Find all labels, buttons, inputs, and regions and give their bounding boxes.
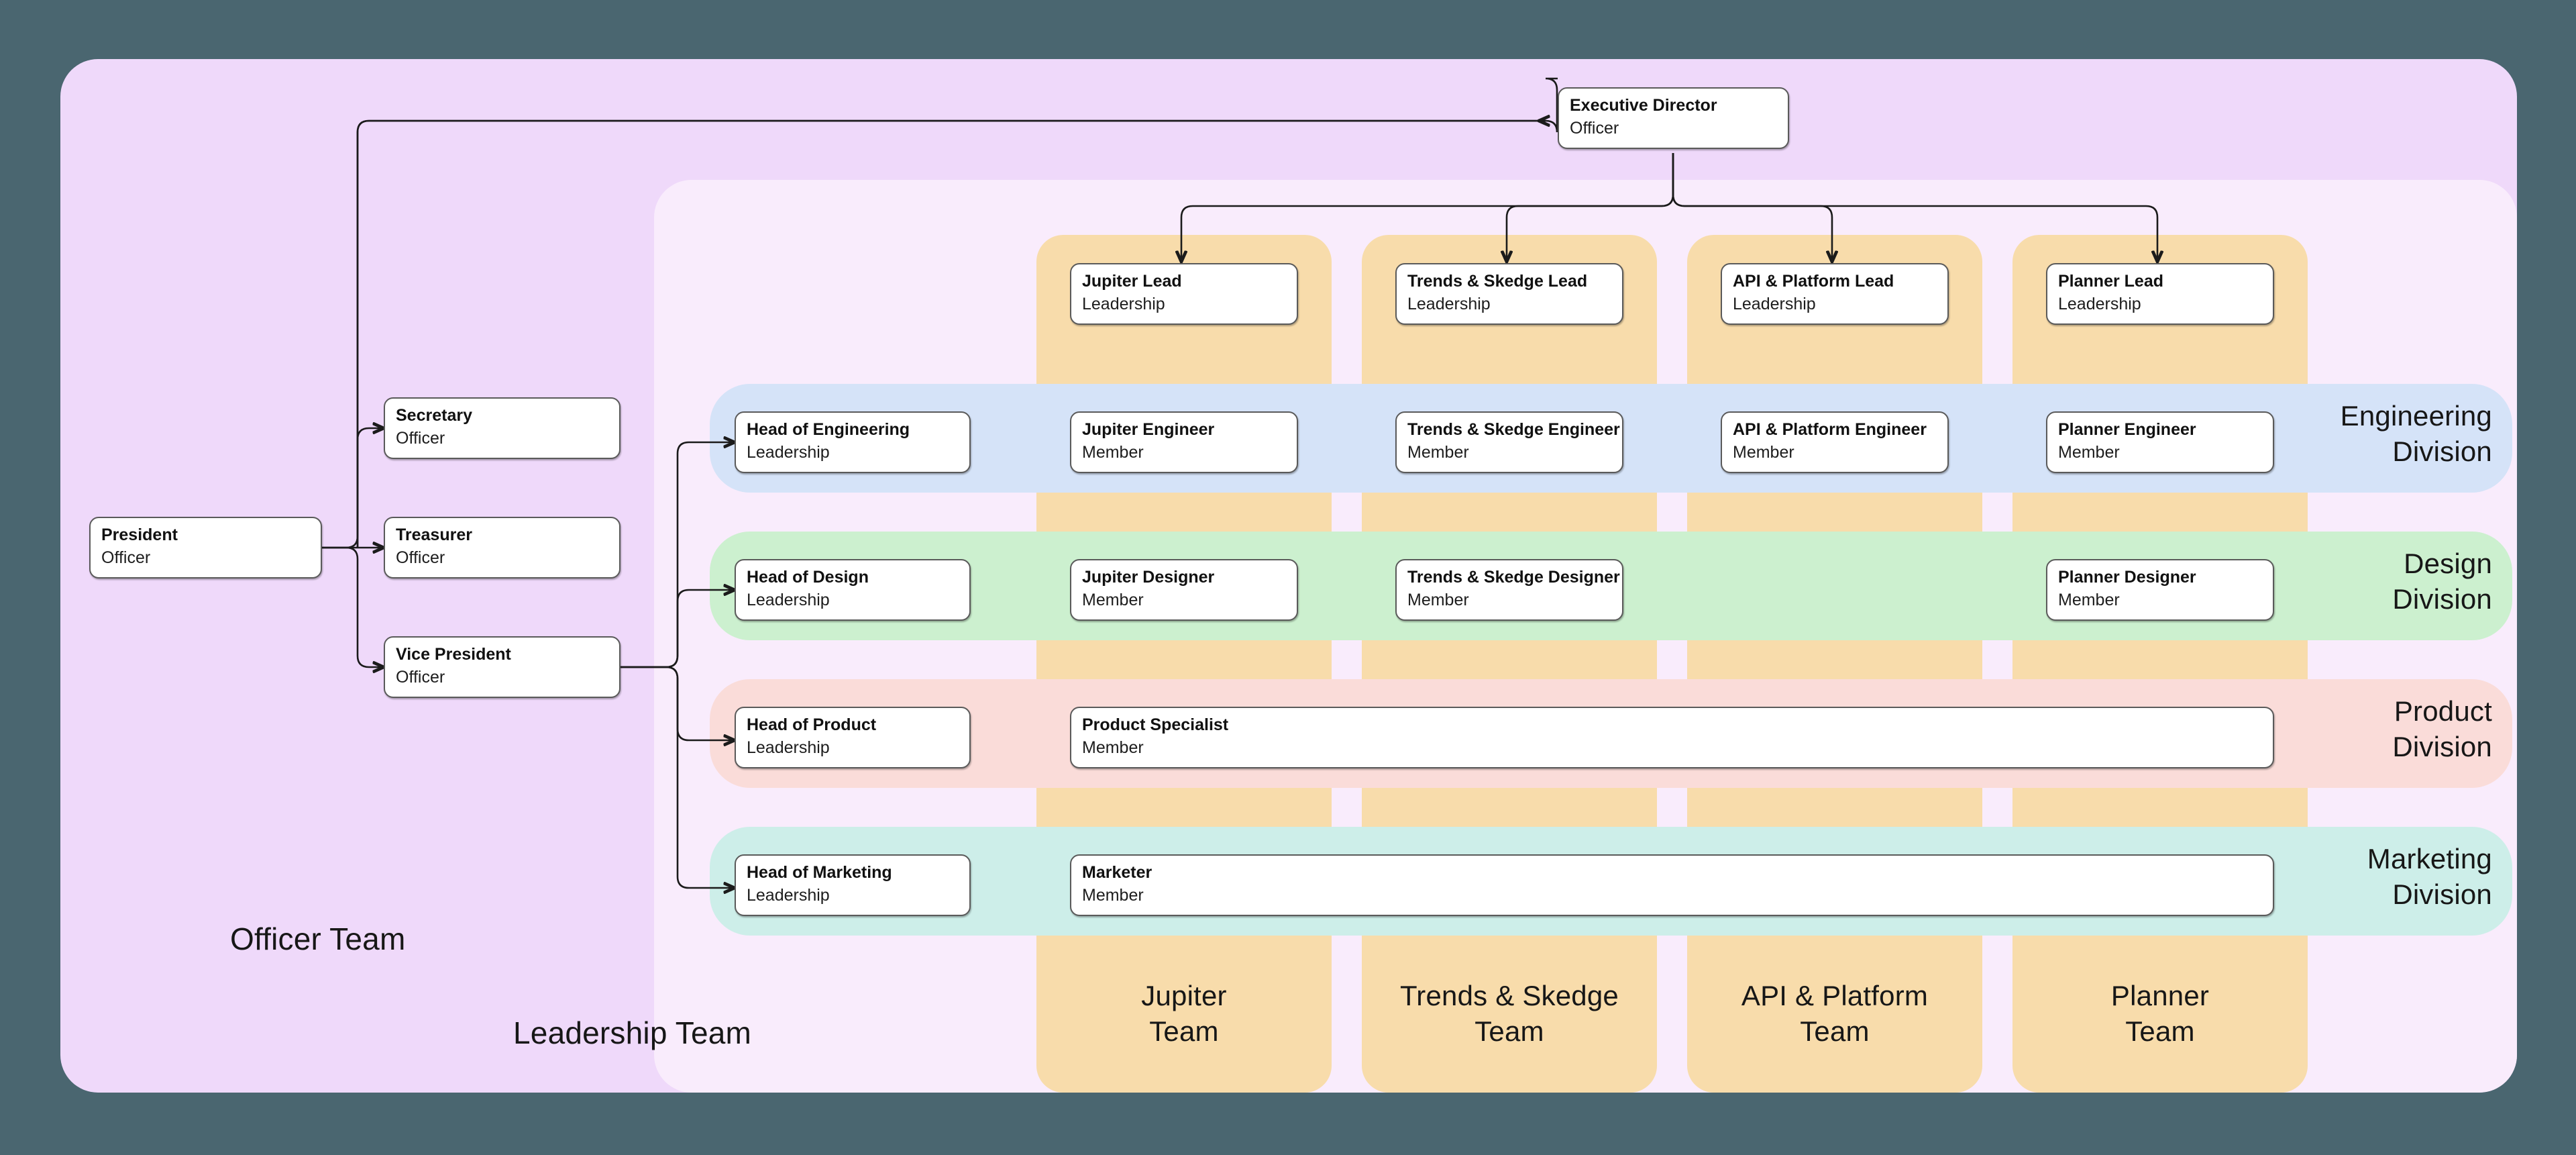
node-title: Executive Director xyxy=(1570,96,1717,115)
node-title: API & Platform Engineer xyxy=(1733,420,1927,439)
node-treasurer[interactable]: Treasurer Officer xyxy=(384,517,621,579)
node-title: Jupiter Engineer xyxy=(1082,420,1215,439)
caption-team-planner: Planner Team xyxy=(2110,980,2210,1047)
node-title: API & Platform Lead xyxy=(1733,272,1894,291)
node-product-specialist[interactable]: Product Specialist Member xyxy=(1070,707,2274,768)
node-executive-director[interactable]: Executive Director Officer xyxy=(1558,87,1789,149)
caption-division-product: Product Division xyxy=(2392,695,2492,762)
node-title: Jupiter Designer xyxy=(1082,568,1215,587)
node-title: Trends & Skedge Engineer xyxy=(1407,420,1620,439)
node-title: Head of Marketing xyxy=(747,863,892,882)
node-role: Leadership xyxy=(1082,295,1165,313)
container-team-planner xyxy=(2012,235,2308,1093)
node-planner-designer[interactable]: Planner Designer Member xyxy=(2046,559,2274,621)
node-title: President xyxy=(101,525,178,544)
caption-team-trends: Trends & Skedge Team xyxy=(1400,980,1619,1047)
container-team-trends xyxy=(1362,235,1657,1093)
node-president[interactable]: President Officer xyxy=(89,517,322,579)
node-role: Officer xyxy=(101,548,151,567)
node-title: Planner Designer xyxy=(2058,568,2196,587)
node-role: Leadership xyxy=(747,443,830,462)
node-planner-engineer[interactable]: Planner Engineer Member xyxy=(2046,411,2274,473)
node-role: Member xyxy=(1082,443,1144,462)
node-title: Trends & Skedge Designer xyxy=(1407,568,1620,587)
node-api-platform-engineer[interactable]: API & Platform Engineer Member xyxy=(1721,411,1949,473)
node-title: Marketer xyxy=(1082,863,1152,882)
node-trends-skedge-engineer[interactable]: Trends & Skedge Engineer Member xyxy=(1395,411,1623,473)
caption-division-marketing: Marketing Division xyxy=(2367,843,2492,910)
node-role: Leadership xyxy=(2058,295,2141,313)
node-role: Leadership xyxy=(747,591,830,609)
node-head-of-marketing[interactable]: Head of Marketing Leadership xyxy=(735,854,971,916)
container-team-jupiter xyxy=(1036,235,1332,1093)
node-role: Member xyxy=(2058,443,2120,462)
node-title: Secretary xyxy=(396,406,472,425)
node-role: Officer xyxy=(396,548,445,567)
node-title: Head of Engineering xyxy=(747,420,910,439)
node-head-of-design[interactable]: Head of Design Leadership xyxy=(735,559,971,621)
node-role: Member xyxy=(1082,738,1144,757)
node-role: Officer xyxy=(1570,119,1619,138)
caption-team-api: API & Platform Team xyxy=(1741,980,1929,1047)
caption-officer-team: Officer Team xyxy=(230,921,406,956)
node-jupiter-designer[interactable]: Jupiter Designer Member xyxy=(1070,559,1298,621)
node-role: Officer xyxy=(396,429,445,448)
node-role: Member xyxy=(2058,591,2120,609)
node-title: Product Specialist xyxy=(1082,715,1229,734)
node-title: Treasurer xyxy=(396,525,472,544)
node-title: Head of Design xyxy=(747,568,869,587)
node-planner-lead[interactable]: Planner Lead Leadership xyxy=(2046,263,2274,325)
node-role: Member xyxy=(1407,591,1469,609)
node-title: Planner Engineer xyxy=(2058,420,2196,439)
node-role: Leadership xyxy=(747,738,830,757)
caption-division-engineering: Engineering Division xyxy=(2340,400,2492,467)
caption-team-jupiter: Jupiter Team xyxy=(1141,980,1227,1047)
node-role: Officer xyxy=(396,668,445,687)
node-vice-president[interactable]: Vice President Officer xyxy=(384,636,621,698)
node-role: Leadership xyxy=(1407,295,1491,313)
node-jupiter-engineer[interactable]: Jupiter Engineer Member xyxy=(1070,411,1298,473)
node-title: Trends & Skedge Lead xyxy=(1407,272,1588,291)
node-head-of-product[interactable]: Head of Product Leadership xyxy=(735,707,971,768)
node-title: Planner Lead xyxy=(2058,272,2163,291)
node-jupiter-lead[interactable]: Jupiter Lead Leadership xyxy=(1070,263,1298,325)
node-api-platform-lead[interactable]: API & Platform Lead Leadership xyxy=(1721,263,1949,325)
node-role: Leadership xyxy=(747,886,830,905)
node-title: Jupiter Lead xyxy=(1082,272,1182,291)
node-role: Member xyxy=(1082,591,1144,609)
node-trends-skedge-lead[interactable]: Trends & Skedge Lead Leadership xyxy=(1395,263,1623,325)
container-team-api xyxy=(1687,235,1982,1093)
caption-division-design: Design Division xyxy=(2392,548,2492,615)
node-role: Member xyxy=(1733,443,1794,462)
node-role: Member xyxy=(1407,443,1469,462)
node-role: Member xyxy=(1082,886,1144,905)
node-role: Leadership xyxy=(1733,295,1816,313)
node-title: Vice President xyxy=(396,645,511,664)
node-title: Head of Product xyxy=(747,715,877,734)
node-secretary[interactable]: Secretary Officer xyxy=(384,397,621,459)
node-marketer[interactable]: Marketer Member xyxy=(1070,854,2274,916)
node-head-of-engineering[interactable]: Head of Engineering Leadership xyxy=(735,411,971,473)
caption-leadership-team: Leadership Team xyxy=(513,1015,752,1050)
node-trends-skedge-designer[interactable]: Trends & Skedge Designer Member xyxy=(1395,559,1623,621)
